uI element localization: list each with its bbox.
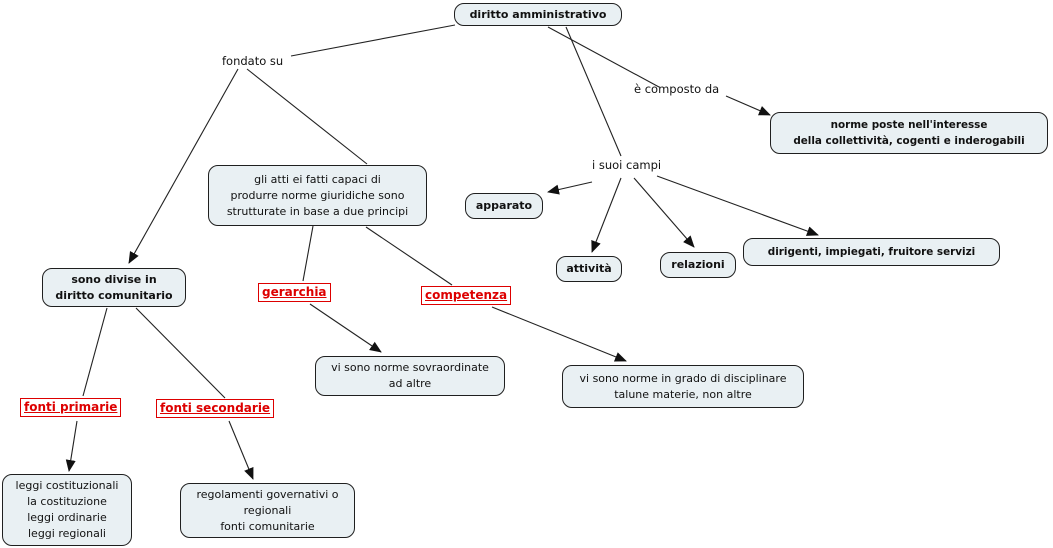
label-fonti-primarie[interactable]: fonti primarie — [20, 398, 122, 417]
edge-root-to-e-composto-da — [547, 26, 660, 88]
edge-label-e-composto-da[interactable]: è composto da — [634, 82, 720, 96]
node-norme-poste[interactable]: norme poste nell'interesse della collett… — [770, 112, 1048, 154]
edge-i-suoi-campi-to-attivita — [591, 177, 622, 253]
edge-label-fondato-su[interactable]: fondato su — [222, 54, 284, 68]
edge-fonti-primarie-to-leggi — [65, 420, 78, 472]
node-leggi-costituzionali[interactable]: leggi costituzionali la costituzione leg… — [2, 474, 132, 546]
node-apparato[interactable]: apparato — [465, 193, 543, 219]
node-gli-atti-e-fatti[interactable]: gli atti ei fatti capaci di produrre nor… — [208, 165, 427, 226]
edge-sono-divise-to-fonti-primarie — [82, 307, 108, 397]
node-norme-sovraordinate[interactable]: vi sono norme sovraordinate ad altre — [315, 356, 505, 396]
edge-gerarchia-to-norme-sovraordinate — [309, 303, 382, 353]
node-dirigenti-impiegati[interactable]: dirigenti, impiegati, fruitore servizi — [743, 238, 1000, 266]
edge-fonti-secondarie-to-regolamenti — [228, 420, 254, 480]
edge-competenza-to-norme-disciplinare — [491, 306, 627, 362]
node-diritto-amministrativo[interactable]: diritto amministrativo — [454, 3, 622, 26]
edge-gli-atti-to-competenza — [365, 226, 453, 286]
edge-label-i-suoi-campi[interactable]: i suoi campi — [592, 158, 662, 172]
edge-e-composto-da-to-norme-poste — [725, 95, 771, 116]
edge-root-to-i-suoi-campi — [565, 26, 622, 157]
edge-sono-divise-to-fonti-secondarie — [135, 307, 226, 399]
node-regolamenti[interactable]: regolamenti governativi o regionali font… — [180, 483, 355, 538]
edge-gli-atti-to-gerarchia — [302, 225, 314, 282]
edge-i-suoi-campi-to-apparato — [547, 181, 593, 195]
node-relazioni[interactable]: relazioni — [660, 252, 736, 278]
label-competenza[interactable]: competenza — [421, 286, 512, 305]
edge-i-suoi-campi-to-relazioni — [633, 177, 695, 248]
node-attivita[interactable]: attività — [556, 256, 622, 282]
edge-fondato-su-to-gli-atti — [246, 68, 368, 165]
edge-root-to-fondato-su — [290, 24, 456, 57]
node-sono-divise[interactable]: sono divise in diritto comunitario — [42, 268, 186, 307]
edge-fondato-su-to-sono-divise — [128, 68, 239, 264]
label-gerarchia[interactable]: gerarchia — [258, 283, 331, 302]
node-norme-disciplinare[interactable]: vi sono norme in grado di disciplinare t… — [562, 365, 804, 408]
label-fonti-secondarie[interactable]: fonti secondarie — [156, 399, 275, 418]
edge-i-suoi-campi-to-dirigenti — [656, 175, 819, 236]
